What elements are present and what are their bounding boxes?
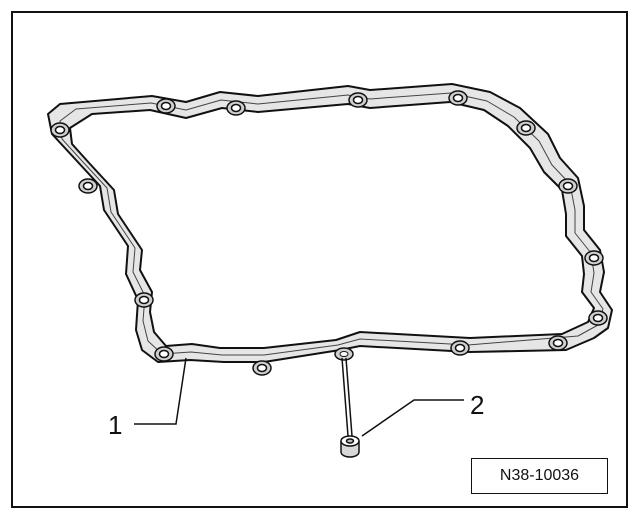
bolt-hole <box>50 122 70 138</box>
assembly-guide-line <box>341 357 353 437</box>
callout-2-label: 2 <box>470 390 485 420</box>
bolt-hole <box>548 335 568 351</box>
bolt-hole <box>516 120 536 136</box>
bolt-hole <box>448 90 468 106</box>
plug <box>340 435 360 458</box>
plug-seat-hole <box>334 347 354 361</box>
bolt-hole <box>156 98 176 114</box>
bolt-hole <box>226 100 246 116</box>
bolt-hole <box>134 292 154 308</box>
bolt-hole <box>558 178 578 194</box>
bolt-holes <box>50 90 608 376</box>
bolt-hole <box>450 340 470 356</box>
bolt-hole <box>588 310 608 326</box>
callout-1-label: 1 <box>108 410 123 440</box>
callout-2-leader <box>361 399 464 437</box>
figure-id: N38-10036 <box>471 458 608 494</box>
bolt-hole <box>348 92 368 108</box>
callout-1-leader <box>134 357 187 425</box>
bolt-hole <box>78 178 98 194</box>
bolt-hole <box>154 346 174 362</box>
bolt-hole <box>584 250 604 266</box>
figure-id-text: N38-10036 <box>499 467 580 484</box>
bolt-hole <box>252 360 272 376</box>
